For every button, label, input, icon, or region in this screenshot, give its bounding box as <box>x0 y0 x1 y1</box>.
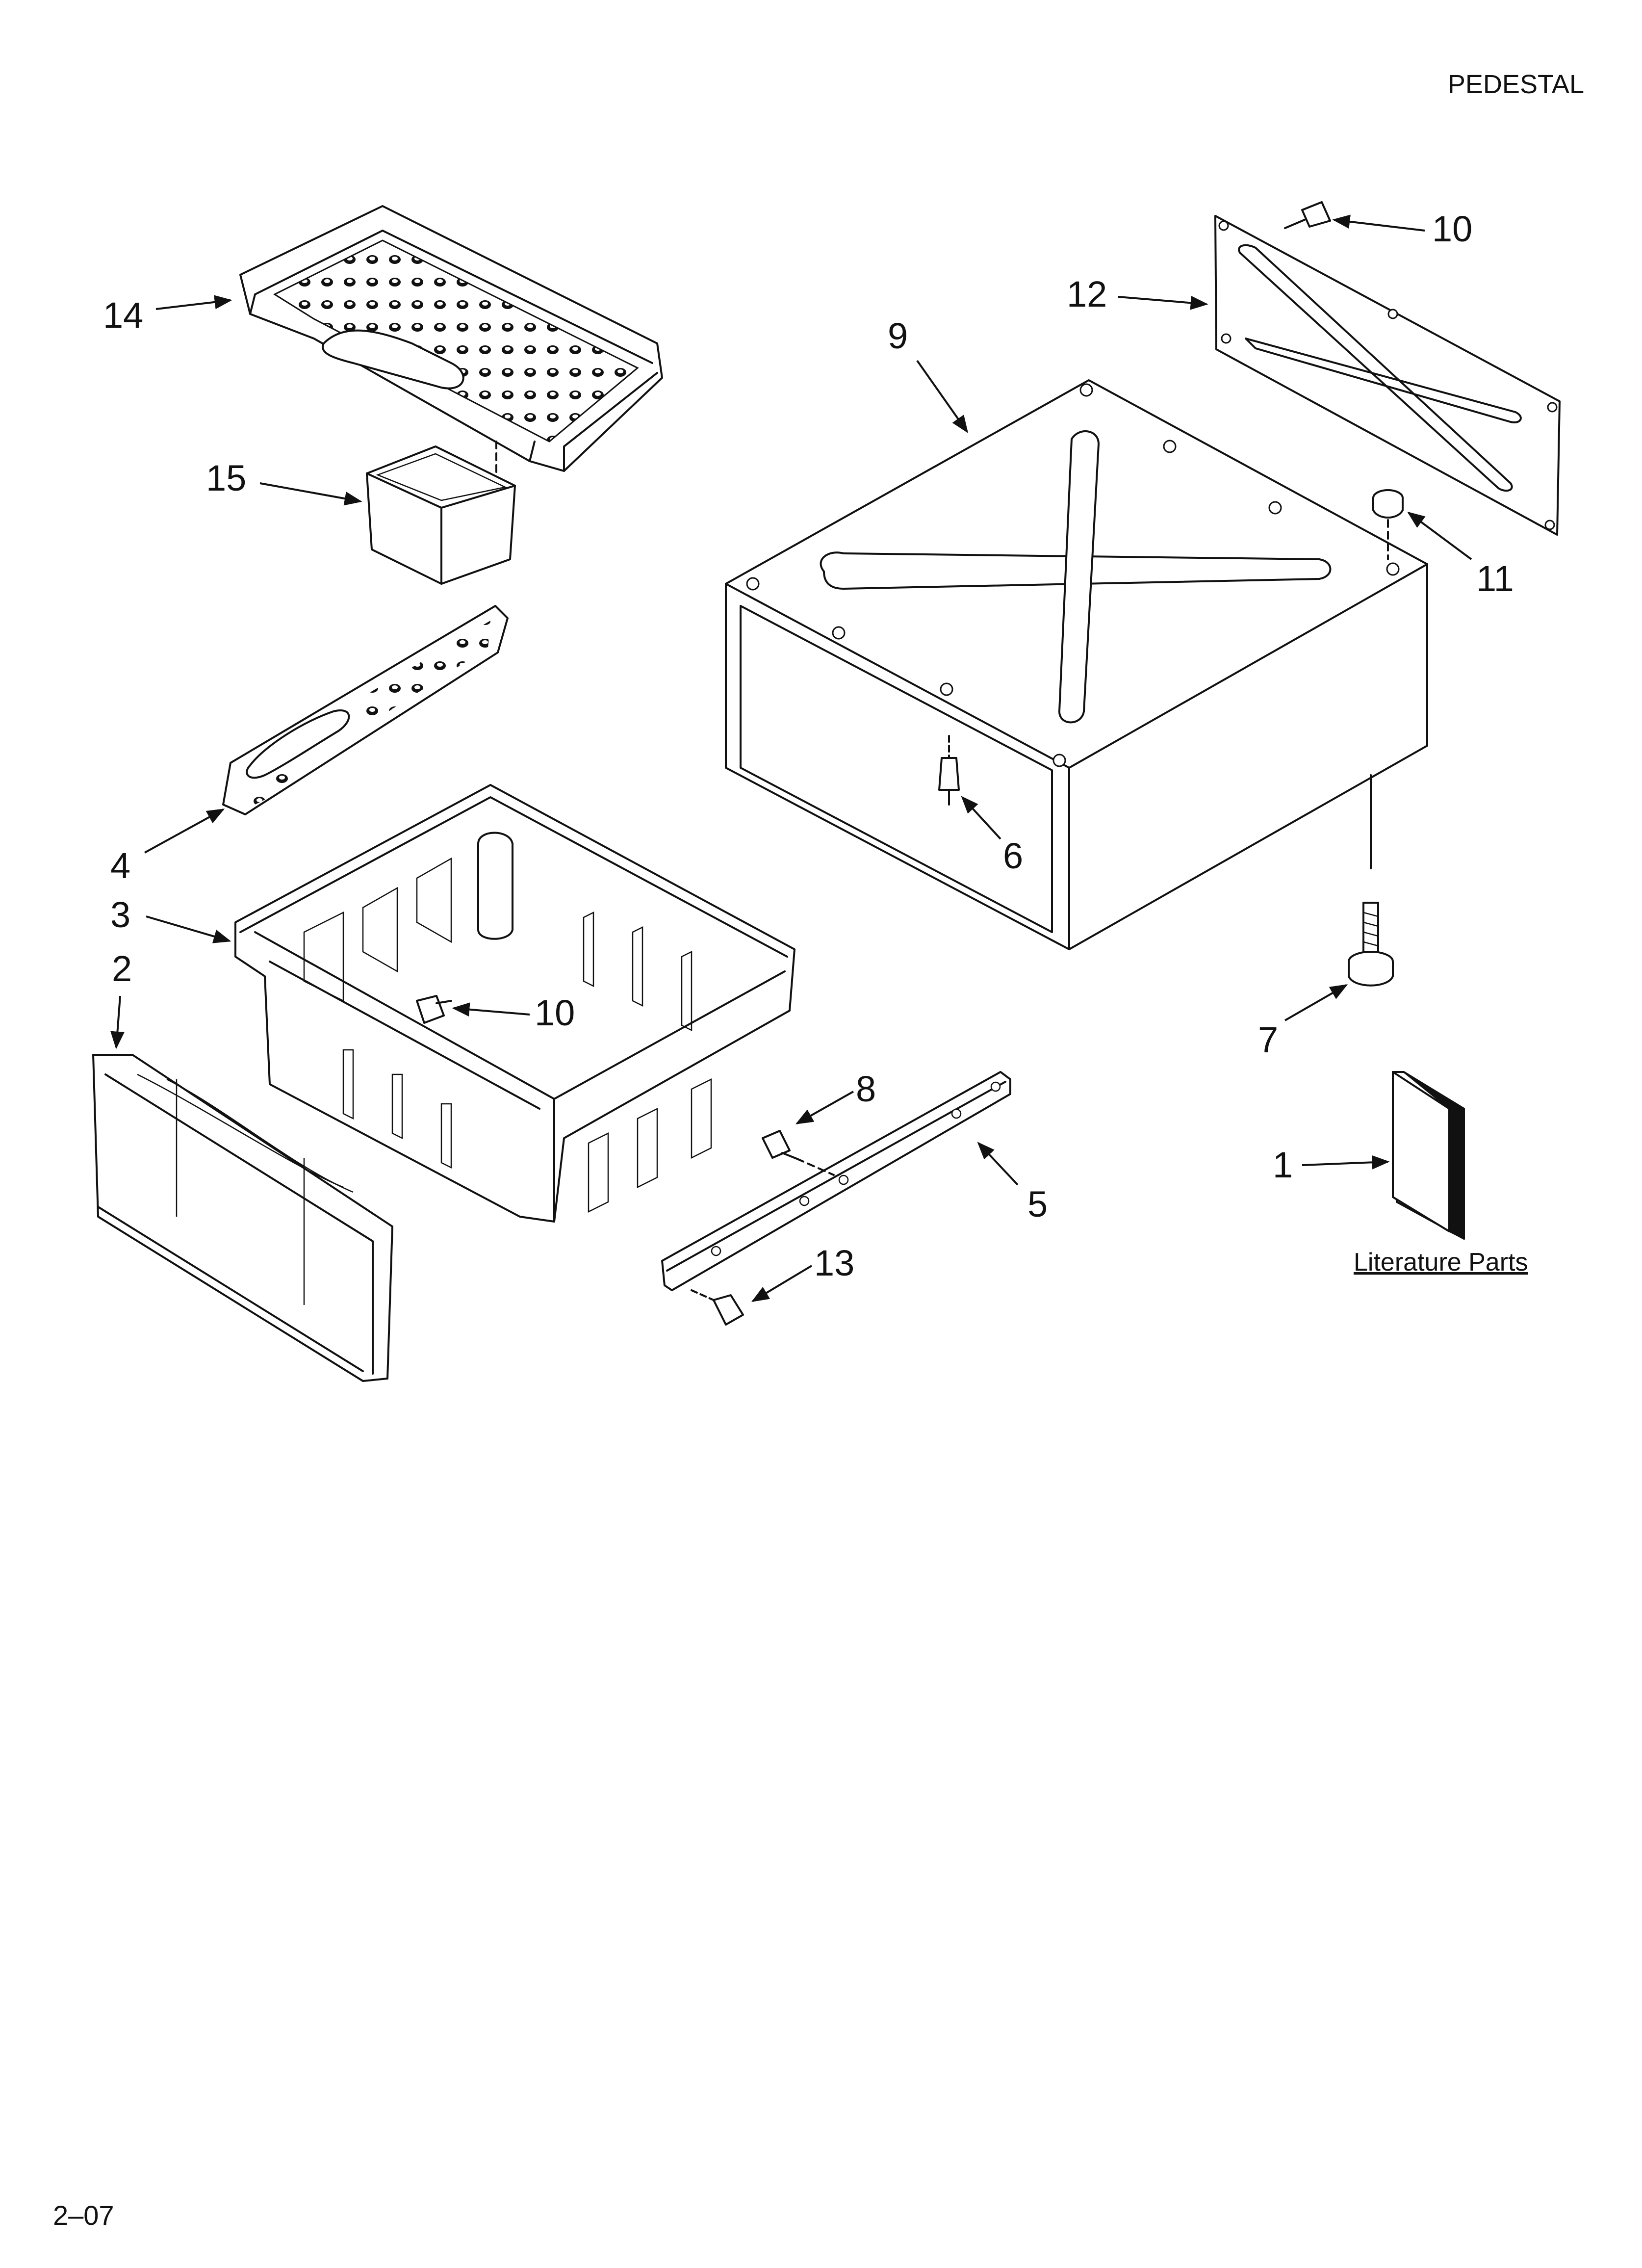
leader-12 <box>1118 295 1208 310</box>
leader-13 <box>751 1265 813 1302</box>
part-5-slide-rail <box>661 1071 1011 1291</box>
leader-2 <box>110 995 125 1049</box>
leader-5 <box>977 1142 1019 1186</box>
callout-9: 9 <box>888 315 908 356</box>
leader-14 <box>155 295 232 310</box>
part-4-handle-trim <box>222 605 509 815</box>
part-14-storage-tray <box>239 205 663 472</box>
leader-9 <box>916 360 969 433</box>
leader-11 <box>1407 511 1472 560</box>
part-2-drawer-front <box>92 1054 393 1382</box>
screw-8 <box>762 1130 835 1176</box>
part-15-small-bin <box>366 445 516 585</box>
callout-1: 1 <box>1273 1145 1293 1185</box>
screw-13 <box>691 1289 744 1326</box>
leader-8 <box>795 1091 854 1124</box>
callout-11: 11 <box>1476 558 1514 599</box>
part-3-drawer-bin <box>234 784 795 1223</box>
leader-6 <box>961 796 1001 840</box>
part-12-rear-panel <box>1214 215 1561 536</box>
page-title: PEDESTAL <box>1448 70 1584 99</box>
leader-7 <box>1284 984 1348 1021</box>
part-1-literature <box>1392 1071 1465 1240</box>
leader-4 <box>144 808 225 854</box>
part-9-pedestal-cabinet <box>725 379 1428 950</box>
callout-7: 7 <box>1258 1019 1278 1060</box>
screw-10-bin <box>416 995 452 1024</box>
screw-6 <box>938 735 960 806</box>
leader-10-panel <box>1332 214 1425 232</box>
callout-12: 12 <box>1067 274 1107 314</box>
callout-3: 3 <box>110 894 130 935</box>
leader-10-bin <box>452 1002 530 1017</box>
page-code: 2–07 <box>53 2200 114 2231</box>
callout-10-bin: 10 <box>535 992 575 1033</box>
callout-5: 5 <box>1027 1184 1048 1225</box>
leader-1 <box>1302 1155 1390 1170</box>
leader-3 <box>146 915 231 943</box>
callout-14: 14 <box>103 295 143 336</box>
callout-15: 15 <box>206 458 246 498</box>
part-11-spacer <box>1372 489 1404 560</box>
screw-10-panel <box>1284 201 1331 229</box>
callout-13: 13 <box>814 1243 854 1283</box>
callout-2: 2 <box>112 948 132 989</box>
callout-6: 6 <box>1003 835 1023 876</box>
callout-4: 4 <box>110 845 130 886</box>
literature-parts-label: Literature Parts <box>1354 1248 1528 1277</box>
callout-10-panel: 10 <box>1432 209 1472 249</box>
callout-8: 8 <box>856 1069 876 1109</box>
leader-15 <box>259 482 362 506</box>
part-7-leveling-leg <box>1348 774 1394 987</box>
